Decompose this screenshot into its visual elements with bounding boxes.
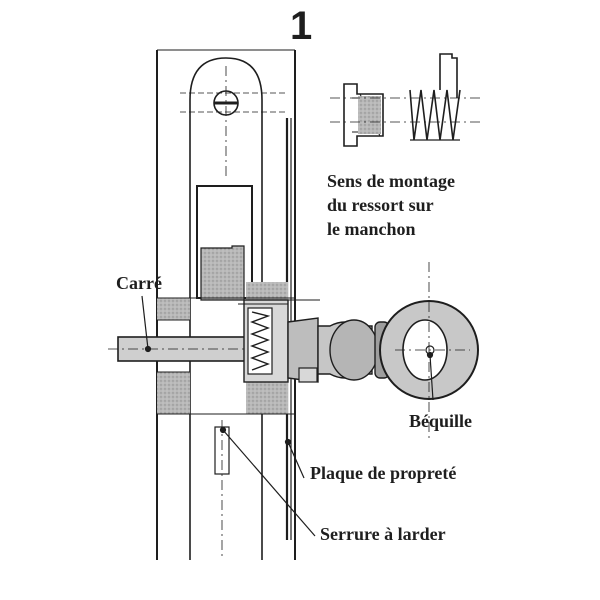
sleeve-with-spring: [238, 299, 320, 383]
label-spring-line-1: Sens de montage: [327, 171, 456, 191]
handle-assembly: [287, 262, 479, 440]
label-serrure: Serrure à larder: [320, 524, 446, 544]
label-spring-line-2: du ressort sur: [327, 195, 434, 215]
spring-mounting-detail: [330, 53, 480, 147]
leader-carre: [141, 295, 149, 350]
square-spindle: [108, 336, 255, 362]
leader-serrure: [222, 429, 316, 537]
label-plaque: Plaque de propreté: [310, 463, 457, 483]
label-spring-mounting: Sens de montage du ressort sur le mancho…: [327, 169, 455, 241]
label-carre: Carré: [116, 273, 162, 293]
cut-sections: [157, 245, 295, 415]
label-spring-line-3: le manchon: [327, 219, 416, 239]
leader-lines: [141, 295, 434, 560]
leader-plaque: [287, 441, 305, 479]
figure-number: 1: [290, 4, 313, 48]
label-bequille: Béquille: [409, 411, 473, 431]
leader-bequille: [429, 354, 434, 401]
